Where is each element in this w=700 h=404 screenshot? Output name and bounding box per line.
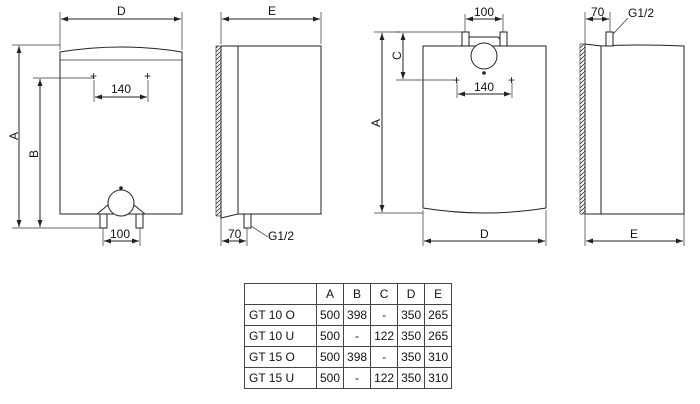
table-header-cell [244,283,317,305]
table-cell: 310 [424,367,453,389]
dim-100-top: 100 [474,5,494,19]
table-cell: GT 15 U [244,367,317,389]
dim-100: 100 [110,227,130,241]
technical-drawing: + + D A B 140 100 E [7,4,685,246]
table-header-cell: B [343,283,372,305]
table-cell: 350 [397,325,426,347]
table-cell: 265 [424,325,453,347]
table-cell: 500 [315,367,345,389]
table-header-cell: E [424,283,453,305]
table-cell: 350 [397,367,426,389]
dim-c: C [390,51,404,60]
heater-side-top [584,43,602,215]
table-cell: 500 [315,346,345,368]
table-cell: - [343,367,372,389]
table-cell: 350 [397,304,426,326]
dim-d: D [117,4,126,18]
table-row: GT 10 U 500 - 122 350 265 [244,325,453,347]
table-row: GT 15 U 500 - 122 350 310 [244,367,453,389]
pipe-left [99,213,108,229]
table-header-cell: D [397,283,426,305]
svg-text:+: + [508,73,515,87]
table-cell: 310 [424,346,453,368]
dim-a-top: A [369,119,383,127]
thread-label: G1/2 [268,229,294,243]
table-cell: GT 15 O [244,346,317,368]
table-cell: 122 [370,367,399,389]
dimensions-table: A B C D E GT 10 O 500 398 - 350 265 GT 1… [244,283,453,389]
table-cell: GT 10 U [244,325,317,347]
table-row: GT 15 O 500 398 - 350 310 [244,346,453,368]
thermostat-knob-top [470,42,498,70]
table-cell: 398 [343,346,372,368]
table-cell: - [370,304,399,326]
svg-text:+: + [90,69,97,83]
table-header-row: A B C D E [244,283,453,305]
table-cell: - [343,325,372,347]
thermostat-knob [107,189,135,217]
side-view-top-connection: 70 G1/2 E [579,5,685,246]
table-cell: 500 [315,304,345,326]
heater-side [220,45,239,219]
svg-text:+: + [453,73,460,87]
pipe-right [135,213,144,229]
table-header-cell: A [315,283,345,305]
dim-d-top: D [480,227,489,241]
side-view-bottom-connection: E 70 G1/2 [215,4,322,246]
table-row: GT 10 O 500 398 - 350 265 [244,304,453,326]
front-view-bottom-connection: + + D A B 140 100 [7,4,183,246]
table-cell: 265 [424,304,453,326]
front-view-top-connection: + + 100 C A 140 D [369,5,547,246]
dim-e-top: E [630,227,638,241]
dim-70-top: 70 [591,5,605,19]
table-cell: 122 [370,325,399,347]
table-cell: GT 10 O [244,304,317,326]
dim-70: 70 [228,227,242,241]
heater-body-top [422,45,547,214]
dim-140-top: 140 [474,80,494,94]
heater-body [59,46,183,215]
table-cell: 500 [315,325,345,347]
table-cell: - [370,346,399,368]
dim-a: A [7,132,21,140]
table-cell: 350 [397,346,426,368]
dim-e: E [268,4,276,18]
svg-text:+: + [144,69,151,83]
dim-b: B [27,150,41,158]
table-header-cell: C [370,283,399,305]
thread-label-top: G1/2 [628,6,654,20]
table-cell: 398 [343,304,372,326]
dim-140: 140 [111,82,131,96]
